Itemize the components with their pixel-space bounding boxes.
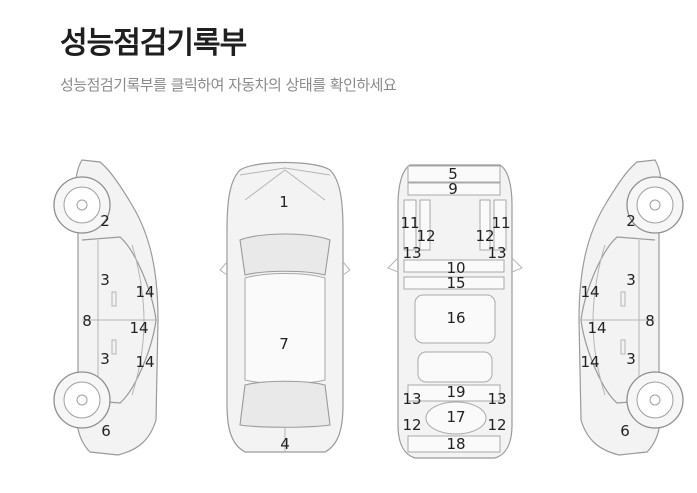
under-part-10[interactable]: 10 [446, 259, 465, 277]
left-part-6[interactable]: 6 [101, 422, 111, 440]
right-part-14-upper[interactable]: 14 [580, 283, 599, 301]
right-part-14-lower[interactable]: 14 [580, 353, 599, 371]
left-part-14-lower[interactable]: 14 [135, 353, 154, 371]
under-part-9[interactable]: 9 [448, 180, 458, 198]
under-part-12-rear-right[interactable]: 12 [487, 416, 506, 434]
under-part-11-right[interactable]: 11 [491, 214, 510, 232]
left-front-wheel[interactable] [53, 176, 111, 234]
car-underbody-view[interactable] [387, 164, 523, 459]
under-part-18[interactable]: 18 [446, 435, 465, 453]
under-part-15[interactable]: 15 [446, 274, 465, 292]
right-rear-wheel[interactable] [626, 371, 684, 429]
right-part-6[interactable]: 6 [620, 422, 630, 440]
under-part-13-rear-left[interactable]: 13 [402, 390, 421, 408]
car-top-view[interactable] [219, 161, 351, 453]
under-part-5[interactable]: 5 [448, 165, 458, 183]
left-rear-wheel[interactable] [53, 371, 111, 429]
left-part-14-upper[interactable]: 14 [135, 283, 154, 301]
left-part-3-front[interactable]: 3 [100, 271, 110, 289]
page-subtitle: 성능점검기록부를 클릭하여 자동차의 상태를 확인하세요 [60, 76, 397, 94]
right-front-wheel[interactable] [626, 176, 684, 234]
page-title: 성능점검기록부 [60, 26, 247, 61]
under-part-12-rear-left[interactable]: 12 [402, 416, 421, 434]
right-part-3-rear[interactable]: 3 [626, 350, 636, 368]
under-part-12-left[interactable]: 12 [416, 227, 435, 245]
right-part-3-front[interactable]: 3 [626, 271, 636, 289]
right-part-2[interactable]: 2 [626, 212, 636, 230]
page-header: 성능점검기록부 성능점검기록부를 클릭하여 자동차의 상태를 확인하세요 [60, 18, 397, 95]
left-part-3-rear[interactable]: 3 [100, 350, 110, 368]
left-part-14-middle[interactable]: 14 [129, 319, 148, 337]
under-part-13-front-right[interactable]: 13 [487, 244, 506, 262]
under-part-13-rear-right[interactable]: 13 [487, 390, 506, 408]
under-part-17[interactable]: 17 [446, 408, 465, 426]
under-part-13-front-left[interactable]: 13 [402, 244, 421, 262]
top-part-7[interactable]: 7 [279, 335, 289, 353]
under-part-16[interactable]: 16 [446, 309, 465, 327]
right-part-8[interactable]: 8 [645, 312, 655, 330]
top-part-1[interactable]: 1 [279, 193, 289, 211]
under-part-12-right[interactable]: 12 [475, 227, 494, 245]
under-part-11-left[interactable]: 11 [400, 214, 419, 232]
car-side-view-right[interactable] [578, 159, 684, 456]
left-part-8[interactable]: 8 [82, 312, 92, 330]
under-part-19[interactable]: 19 [446, 383, 465, 401]
top-part-4[interactable]: 4 [280, 435, 290, 453]
left-part-2[interactable]: 2 [100, 212, 110, 230]
car-side-view-left[interactable] [53, 159, 159, 456]
right-part-14-middle[interactable]: 14 [587, 319, 606, 337]
